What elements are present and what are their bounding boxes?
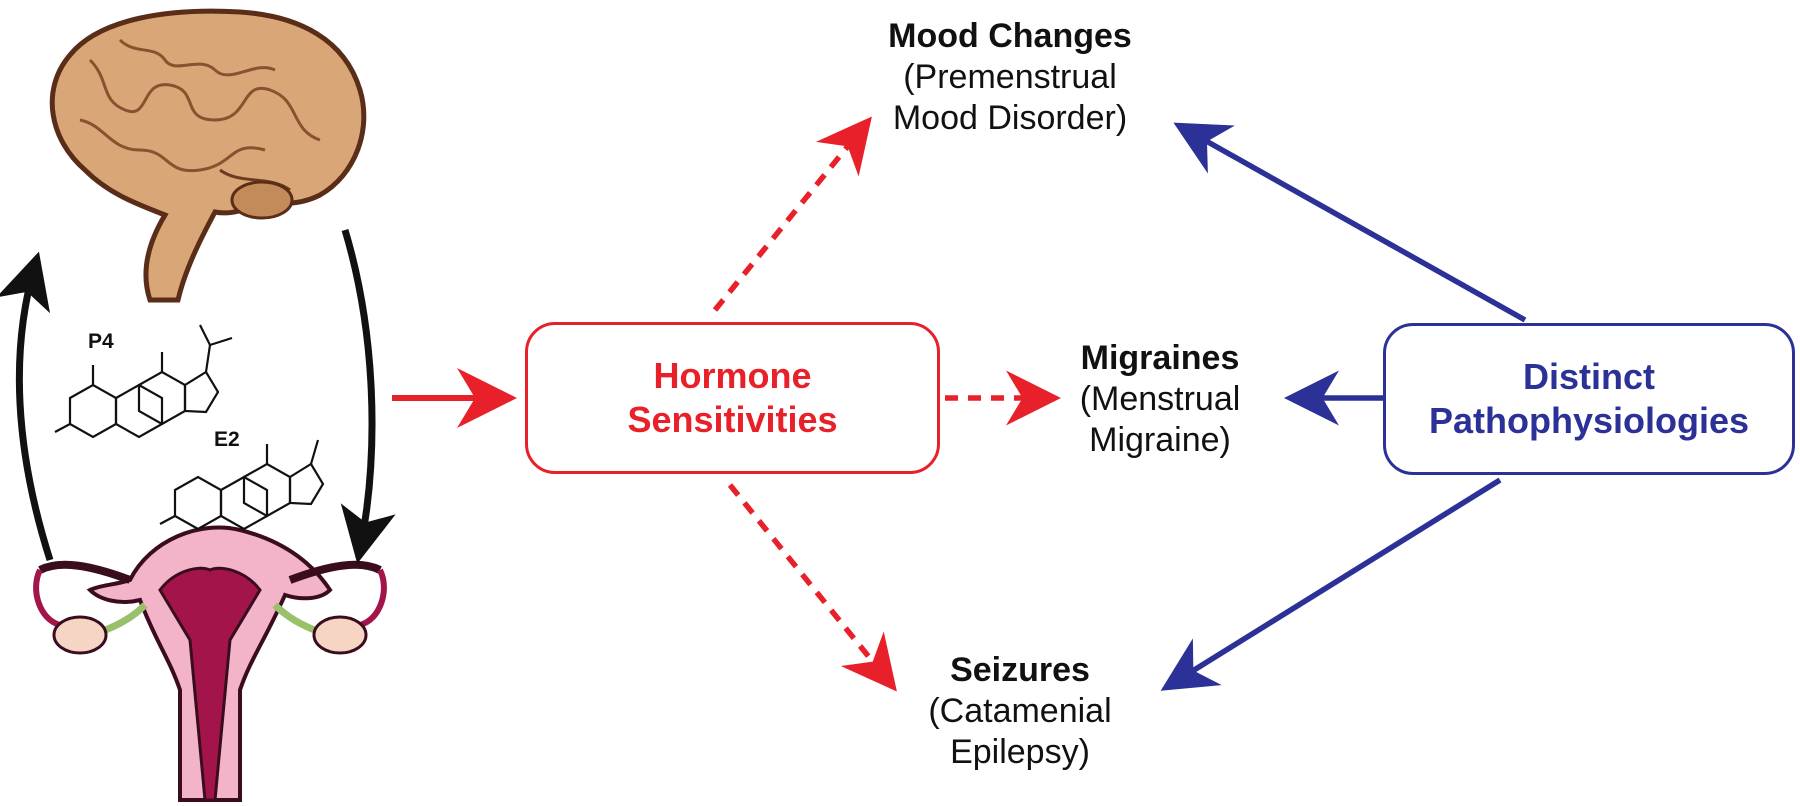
uterus-icon: [33, 525, 387, 802]
dashed-arrow-to-seizures: [727, 483, 897, 692]
patho-box-line1: Distinct: [1522, 356, 1655, 397]
migraines-sub1: (Menstrual: [1079, 380, 1241, 418]
p4-label: P4: [88, 330, 114, 353]
mood-changes-label: Mood Changes (Premenstrual Mood Disorder…: [840, 16, 1180, 139]
migraines-title: Migraines: [1080, 339, 1240, 377]
seizures-title: Seizures: [950, 651, 1090, 689]
e2-label: E2: [214, 428, 240, 451]
estradiol-structure-icon: [159, 439, 325, 531]
down-curve-arrow: [340, 228, 396, 564]
dashed-arrow-to-mood: [712, 116, 872, 312]
seizures-sub1: (Catamenial: [928, 692, 1112, 730]
brain-icon: [49, 8, 367, 303]
mood-sub2: Mood Disorder): [892, 99, 1128, 137]
seizures-sub2: Epilepsy): [950, 733, 1090, 771]
distinct-pathophysiologies-box: Distinct Pathophysiologies: [1383, 323, 1795, 475]
blue-arrow-to-mood: [1173, 122, 1527, 323]
hormone-sensitivities-box: Hormone Sensitivities: [525, 322, 940, 474]
seizures-label: Seizures (Catamenial Epilepsy): [900, 650, 1140, 773]
mood-sub1: (Premenstrual: [903, 58, 1117, 96]
mood-title: Mood Changes: [888, 17, 1132, 55]
migraines-label: Migraines (Menstrual Migraine): [1040, 338, 1280, 461]
up-curve-arrow: [0, 251, 54, 562]
hormone-box-line1: Hormone: [653, 355, 812, 396]
migraines-sub2: Migraine): [1089, 421, 1231, 459]
progesterone-structure-icon: [54, 324, 233, 439]
patho-box-line2: Pathophysiologies: [1428, 400, 1750, 441]
hormone-box-line2: Sensitivities: [627, 399, 838, 440]
blue-arrow-to-seizures: [1160, 477, 1502, 691]
